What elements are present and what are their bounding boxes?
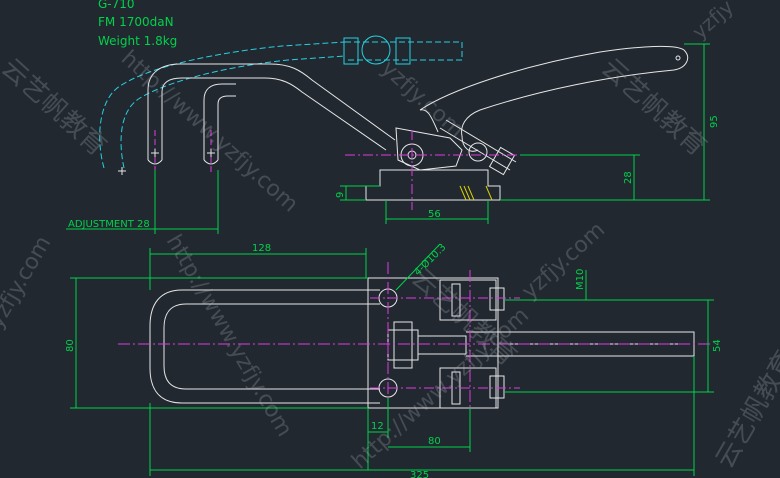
watermark-url-1: http://www.yzfjy.com bbox=[116, 46, 303, 218]
phantom-pivot bbox=[361, 35, 391, 65]
watermark-short-2: yzfjy.com bbox=[517, 217, 610, 304]
lever-handle bbox=[419, 45, 689, 137]
dim-text-m10: M10 bbox=[575, 269, 586, 290]
cross-mark-2 bbox=[151, 149, 159, 157]
cross-mark-3 bbox=[207, 149, 215, 157]
phantom-nut-1 bbox=[343, 37, 359, 65]
base-plate bbox=[367, 277, 499, 409]
dim-text-54: 54 bbox=[712, 339, 723, 352]
u-hook-inner bbox=[161, 77, 387, 160]
watermark-brand-1: 云艺帆教育 bbox=[0, 53, 112, 162]
dim-text-80-horizontal: 80 bbox=[428, 436, 441, 447]
dim-text-12: 12 bbox=[371, 421, 384, 432]
hook-tip-1 bbox=[147, 159, 163, 165]
dim-text-9: 9 bbox=[335, 192, 346, 198]
u-loop-inner bbox=[163, 303, 380, 390]
leader-holes bbox=[395, 243, 441, 291]
watermark-brand-2: 云艺帆教育 bbox=[595, 53, 712, 162]
pivot-link bbox=[468, 142, 488, 162]
dim-text-80-vertical: 80 bbox=[65, 339, 76, 352]
phantom-hook bbox=[99, 41, 346, 169]
tension-bolt bbox=[439, 119, 517, 171]
watermark-url-2: http://www.yzfjy.com bbox=[161, 231, 297, 442]
watermark-brand-corner: 云艺帆教育 bbox=[710, 346, 780, 474]
clevis-bottom-nut bbox=[489, 375, 505, 399]
note-force: FM 1700daN bbox=[98, 15, 174, 29]
u-hook-outer bbox=[147, 63, 396, 160]
note-model: G-710 bbox=[98, 0, 135, 11]
base-block bbox=[365, 169, 501, 201]
dim-text-28: 28 bbox=[623, 171, 634, 184]
bolt-nut bbox=[488, 146, 516, 176]
note-weight: Weight 1.8kg bbox=[98, 34, 177, 48]
dim-text-56: 56 bbox=[428, 209, 441, 220]
handle-end-center bbox=[675, 55, 681, 61]
dim-text-adjustment: ADJUSTMENT 28 bbox=[68, 219, 150, 230]
clevis-top bbox=[439, 279, 497, 321]
watermark-corner: yzfjy bbox=[687, 0, 738, 44]
center-link bbox=[387, 329, 419, 361]
lever-neck bbox=[419, 109, 479, 152]
phantom-arm bbox=[345, 41, 463, 61]
plan-view bbox=[70, 243, 714, 476]
u-loop-outer bbox=[149, 289, 380, 404]
base-hatch bbox=[459, 185, 493, 201]
watermark-short-1: yzfjy.com bbox=[0, 232, 56, 333]
center-shaft bbox=[417, 335, 467, 355]
dim-text-95: 95 bbox=[709, 115, 720, 128]
link-plate bbox=[395, 127, 463, 171]
dim-text-128: 128 bbox=[252, 243, 271, 254]
clevis-top-nut bbox=[489, 287, 505, 311]
dim-text-325: 325 bbox=[410, 470, 429, 478]
phantom-nut-2 bbox=[395, 37, 411, 65]
cross-mark-1 bbox=[118, 167, 126, 175]
hook-tip-2 bbox=[203, 159, 219, 165]
clevis-top-inner bbox=[451, 283, 461, 317]
watermark-url-4: yzfjy.com bbox=[376, 56, 469, 143]
hook-2-outer bbox=[203, 83, 236, 160]
side-view bbox=[66, 35, 710, 234]
center-link-inner bbox=[393, 321, 413, 369]
hook-2-inner bbox=[217, 95, 236, 160]
